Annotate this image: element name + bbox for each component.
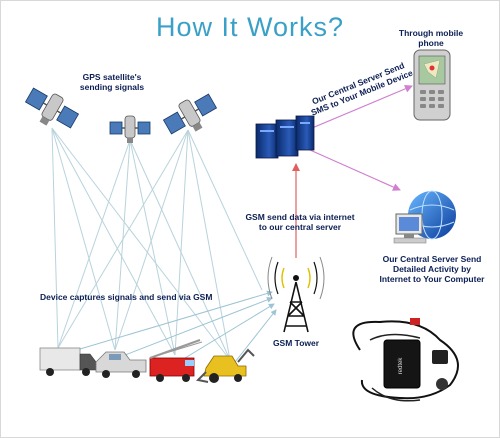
satellite-icon <box>109 115 151 143</box>
central-server-icon <box>255 115 315 159</box>
satellites-caption: GPS satellite's sending signals <box>62 72 162 92</box>
signal-line <box>187 129 263 291</box>
signal-line <box>129 139 176 356</box>
computer-icon <box>393 190 456 244</box>
uplink-line <box>184 303 275 359</box>
signal-line <box>51 127 59 349</box>
fire-truck-icon <box>149 339 203 382</box>
signal-line <box>114 129 189 351</box>
backhoe-loader-icon <box>195 348 255 383</box>
pickup-truck-icon <box>95 351 147 378</box>
server-to-phone-arrow <box>311 85 413 129</box>
signal-line <box>174 129 189 356</box>
gsm-send-caption-line: to our central server <box>258 222 342 232</box>
signal-line <box>187 129 231 361</box>
gps-tracker-kit: redtek <box>352 318 459 402</box>
uplink-line <box>234 309 277 363</box>
device-captures-caption: Device captures signals and send via GSM <box>40 292 213 302</box>
signal-line <box>51 127 116 351</box>
vehicle-to-tower-lines <box>69 290 277 363</box>
satellite-icon <box>24 87 80 129</box>
uplink-line <box>69 290 273 353</box>
satellite-icon <box>162 93 218 135</box>
gsm-send-caption-line: GSM send data via internet <box>245 212 355 222</box>
mobile-caption-line: phone <box>418 38 444 48</box>
truck-icon <box>39 347 97 376</box>
server-to-computer-arrow <box>309 149 401 191</box>
gsm-tower-icon <box>267 256 325 333</box>
computer-caption-line: Internet to Your Computer <box>379 274 485 284</box>
signal-line <box>129 139 231 361</box>
gsm-tower-caption: GSM Tower <box>272 338 320 348</box>
computer-caption-line: Detailed Activity by <box>392 264 472 274</box>
signal-line <box>57 129 189 349</box>
device-brand-label: redtek <box>398 357 404 375</box>
signal-line <box>51 127 231 361</box>
mobile-phone-icon <box>413 49 451 121</box>
diagram-title: How It Works? <box>155 12 345 42</box>
satellites-caption-line: GPS satellite's <box>82 72 142 82</box>
gsm-send-caption: GSM send data via internet to our centra… <box>236 212 364 232</box>
signal-line <box>57 139 131 349</box>
mobile-caption: Through mobile phone <box>376 28 486 48</box>
gps-tracker-device <box>383 339 421 389</box>
uplink-line <box>124 297 273 356</box>
signal-line <box>51 127 176 356</box>
satellites-caption-line: sending signals <box>79 82 145 92</box>
computer-caption: Our Central Server Send Detailed Activit… <box>376 254 488 284</box>
mobile-caption-line: Through mobile <box>398 28 464 38</box>
signal-line <box>114 139 131 351</box>
computer-caption-line: Our Central Server Send <box>382 254 482 264</box>
signal-lines <box>51 127 263 361</box>
